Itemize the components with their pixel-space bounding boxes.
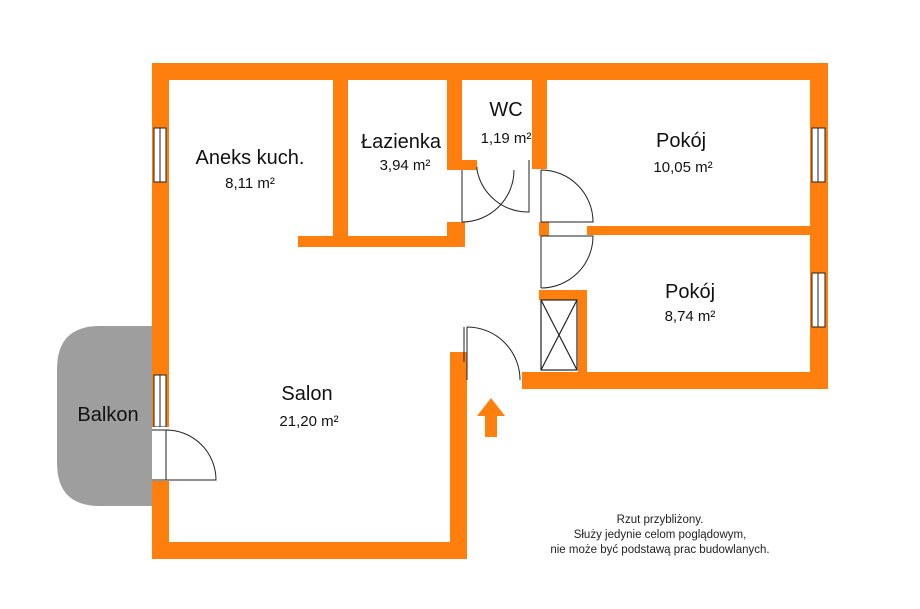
note-line-3: nie może być podstawą prac budowlanych. [550,544,769,556]
room1-area: 10,05 m² [653,159,712,176]
kitchen-name: Aneks kuch. [196,147,305,169]
wall-bathroom-lower [447,222,465,247]
windows [153,127,826,428]
wall-top [152,63,828,80]
kitchen-area: 8,11 m² [225,175,275,192]
wall-kitchen-bathroom [333,63,348,246]
salon-name: Salon [281,383,332,405]
room-labels: Aneks kuch. 8,11 m² Łazienka 3,94 m² WC … [77,99,715,430]
room2-name: Pokój [665,281,715,303]
wall-entrance-left [450,352,467,364]
room1-name: Pokój [656,130,706,152]
entrance-arrow-icon [477,398,505,437]
wc-name: WC [489,99,522,121]
note-line-1: Rzut przybliżony. [617,514,704,526]
wall-bottom-rooms [522,372,828,389]
ventilation-shaft-icon [540,299,578,371]
balcony [57,326,152,506]
room2-area: 8,74 m² [665,308,716,325]
wall-shaft-right [578,290,587,389]
wall-wc-bottom-stub [447,160,477,170]
door-entrance [466,326,521,381]
wall-salon-right [450,362,467,559]
doors [461,160,594,381]
door-bathroom [461,169,515,223]
note-line-2: Służy jedynie celom poglądowym, [574,529,747,541]
wall-room-divider-stub [539,226,549,235]
salon-area: 21,20 m² [279,413,338,430]
balcony-area [57,326,152,506]
wc-area: 1,19 m² [481,130,532,147]
door-room2 [540,235,594,289]
wall-kitchen-stub [298,236,465,247]
wall-bottom-salon [152,542,467,559]
balcony-name: Balkon [77,404,138,426]
door-room1 [540,169,594,223]
disclaimer-note: Rzut przybliżony. Służy jedynie celom po… [550,514,769,556]
wall-room-divider [587,226,828,235]
bathroom-name: Łazienka [361,131,442,153]
wall-bathroom-wc [447,63,462,169]
balcony-door [152,427,217,481]
wall-shaft-bottom [522,372,587,389]
door-wc [476,160,530,213]
bathroom-area: 3,94 m² [380,157,431,174]
wall-wc-room [532,63,547,169]
wall-room2-left [539,290,584,300]
